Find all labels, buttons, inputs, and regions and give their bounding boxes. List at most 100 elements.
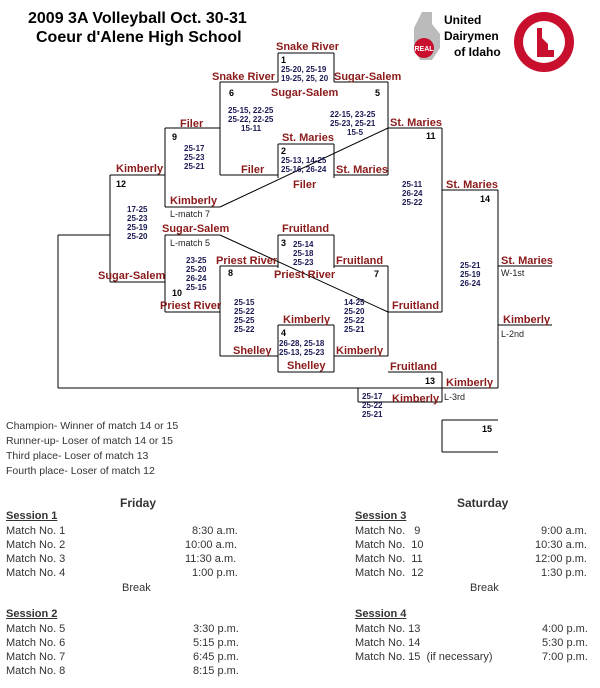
- m6-number: 6: [229, 88, 235, 98]
- s1-row1-time: 8:30 a.m.: [192, 525, 238, 537]
- m10-number: 10: [172, 288, 183, 298]
- info-champion: Champion- Winner of match 14 or 15: [6, 420, 179, 432]
- m1-number: 1: [281, 55, 287, 65]
- s2-row2-match: Match No. 6: [6, 637, 66, 649]
- friday-break: Break: [122, 582, 151, 594]
- m10-score-1: 23-25: [186, 256, 207, 265]
- m3-score-2: 25-18: [293, 249, 314, 258]
- m3-score-3: 25-23: [293, 258, 314, 267]
- m6-score-3: 15-11: [241, 124, 262, 133]
- session2-title: Session 2: [6, 608, 58, 620]
- m11-score-1: 25-11: [402, 180, 423, 189]
- m13-score-3: 25-21: [362, 410, 383, 419]
- s4-row1-time: 4:00 p.m.: [542, 623, 588, 635]
- m14-score-3: 26-24: [460, 279, 481, 288]
- m8-score-2: 25-22: [234, 307, 255, 316]
- page-title: 2009 3A Volleyball Oct. 30-31: [28, 10, 247, 27]
- s2-row4-match: Match No. 8: [6, 665, 66, 677]
- m6-score-1: 25-15, 22-25: [228, 106, 274, 115]
- m13-bottom-team: Kimberly: [392, 393, 440, 405]
- m12-score-1: 17-25: [127, 205, 148, 214]
- m10-top-team: Sugar-Salem: [162, 223, 230, 235]
- note-loser-match5: L-match 5: [170, 238, 211, 248]
- united-dairymen-logo: REAL United Dairymen of Idaho: [410, 8, 510, 66]
- s1-row2-match: Match No. 2: [6, 539, 66, 551]
- s2-row3-time: 6:45 p.m.: [193, 651, 239, 663]
- m9-score-1: 25-17: [184, 144, 205, 153]
- s2-row3-match: Match No. 7: [6, 651, 66, 663]
- m12-number: 12: [116, 179, 127, 189]
- s2-row1-time: 3:30 p.m.: [193, 623, 239, 635]
- s1-row3-time: 11:30 a.m.: [185, 553, 237, 565]
- s3-row3-time: 12:00 p.m.: [535, 553, 587, 565]
- m11-score-3: 25-22: [402, 198, 423, 207]
- s1-row1-match: Match No. 1: [6, 525, 66, 537]
- m2-number: 2: [281, 146, 287, 156]
- dairy-line2: Dairymen: [444, 29, 499, 43]
- m11-number: 11: [426, 131, 436, 141]
- champion-team: St. Maries: [501, 255, 553, 267]
- runner-up-team: Kimberly: [503, 314, 551, 326]
- m5-score-3: 15-5: [347, 128, 364, 137]
- m4-number: 4: [281, 328, 287, 338]
- m12-score-2: 25-23: [127, 214, 148, 223]
- m8-bottom-team: Shelley: [233, 345, 272, 357]
- m11-score-2: 26-24: [402, 189, 423, 198]
- s1-row4-match: Match No. 4: [6, 567, 66, 579]
- m10-score-2: 25-20: [186, 265, 207, 274]
- m4-score-2: 25-13, 25-23: [279, 348, 325, 357]
- s3-row2-match: Match No. 10: [355, 539, 424, 551]
- m12-score-4: 25-20: [127, 232, 148, 241]
- m9-score-2: 25-23: [184, 153, 205, 162]
- m5-score-1: 22-15, 23-25: [330, 110, 376, 119]
- m15-number: 15: [482, 424, 493, 434]
- m5-bottom-team: St. Maries: [336, 164, 388, 176]
- m5-top-team: Sugar-Salem: [334, 71, 402, 83]
- m9-top-team: Filer: [180, 118, 204, 130]
- s2-row4-time: 8:15 p.m.: [193, 665, 239, 677]
- info-fourth: Fourth place- Loser of match 12: [6, 465, 155, 477]
- s1-row4-time: 1:00 p.m.: [192, 567, 238, 579]
- note-loser-match7: L-match 7: [170, 209, 211, 219]
- dairy-line3: of Idaho: [454, 45, 501, 59]
- m2-score-2: 25-16, 26-24: [281, 165, 327, 174]
- s3-row3-match: Match No. 11: [355, 553, 423, 565]
- s3-row4-time: 1:30 p.m.: [541, 567, 587, 579]
- m10-score-3: 26-24: [186, 274, 207, 283]
- note-loser-second: L-2nd: [501, 329, 525, 339]
- m13-top-team: Fruitland: [390, 361, 438, 373]
- m9-number: 9: [172, 132, 178, 142]
- m6-bottom-team: Filer: [241, 164, 265, 176]
- s2-row2-time: 5:15 p.m.: [193, 637, 239, 649]
- m13-score-2: 25-22: [362, 401, 383, 410]
- s1-row2-time: 10:00 a.m.: [185, 539, 237, 551]
- m2-score-1: 25-13, 14-25: [281, 156, 327, 165]
- m6-score-2: 25-22, 22-25: [228, 115, 274, 124]
- friday-heading: Friday: [120, 496, 157, 510]
- saturday-heading: Saturday: [457, 496, 509, 510]
- m8-score-4: 25-22: [234, 325, 255, 334]
- page-subtitle: Coeur d'Alene High School: [36, 29, 242, 46]
- m8-number: 8: [228, 268, 234, 278]
- m2-bottom-team: Filer: [293, 179, 317, 191]
- m7-number: 7: [374, 269, 380, 279]
- m4-score-1: 26-28, 25-18: [279, 339, 325, 348]
- m8-score-3: 25-25: [234, 316, 255, 325]
- m3-bottom-team: Priest River: [274, 269, 336, 281]
- real-badge-text: REAL: [414, 46, 434, 53]
- m13-number: 13: [425, 376, 436, 386]
- m9-bottom-team: Kimberly: [170, 195, 218, 207]
- m12-bottom-team: Sugar-Salem: [98, 270, 166, 282]
- m14-number: 14: [480, 194, 491, 204]
- m1-bottom-team: Sugar-Salem: [271, 87, 339, 99]
- info-third: Third place- Loser of match 13: [6, 450, 149, 462]
- s4-row3-match: Match No. 15 (if necessary): [355, 651, 493, 663]
- m3-top-team: Fruitland: [282, 223, 330, 235]
- m7-top-team: Fruitland: [336, 255, 384, 267]
- m14-bottom-team: Kimberly: [446, 377, 494, 389]
- ihsaa-seal-logo: [512, 10, 576, 74]
- m12-top-team: Kimberly: [116, 163, 164, 175]
- info-runner-up: Runner-up- Loser of match 14 or 15: [6, 435, 173, 447]
- m14-score-2: 25-19: [460, 270, 481, 279]
